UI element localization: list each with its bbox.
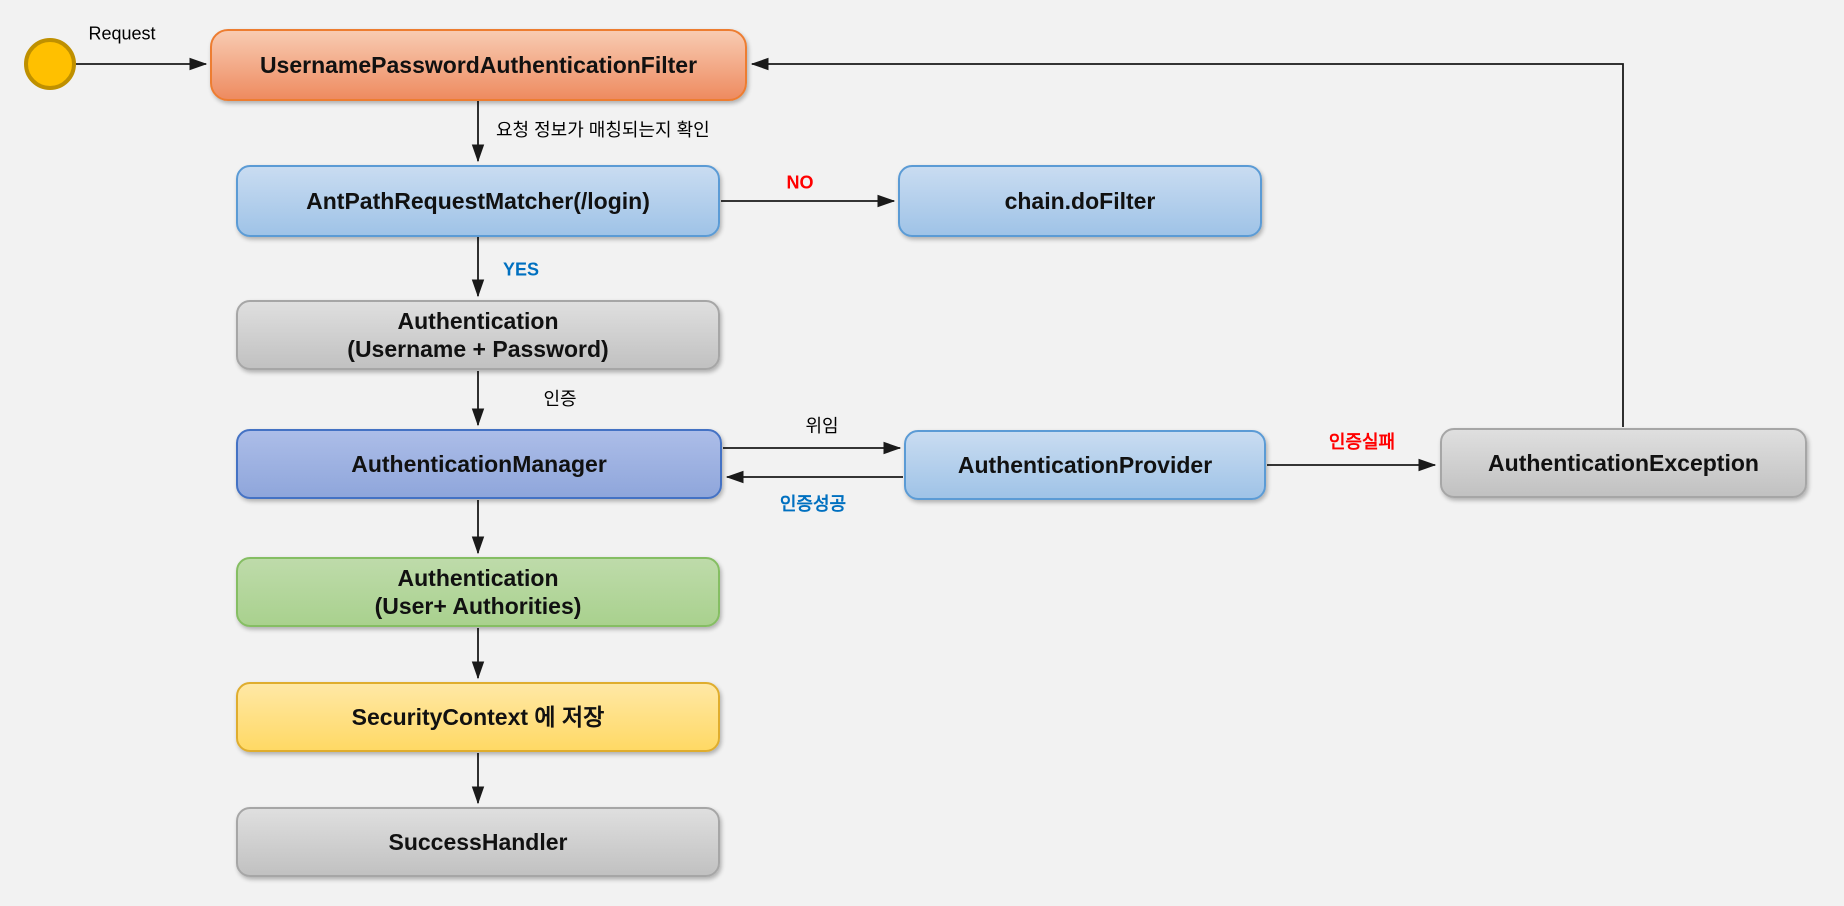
edge-label-no: NO [786,172,814,193]
node-sublabel: (User+ Authorities) [374,593,582,619]
node-label: UsernamePasswordAuthenticationFilter [259,52,698,78]
node-authentication-provider: AuthenticationProvider [904,430,1266,500]
node-chain-dofilter: chain.doFilter [898,165,1262,237]
edge-label-authenticate: 인증 [543,389,577,409]
node-label: AuthenticationManager [351,451,607,477]
node-label: Authentication [397,308,559,334]
node-label: Authentication [397,565,559,591]
node-label: AuthenticationException [1488,450,1759,476]
node-label: SecurityContext 에 저장 [351,704,605,730]
node-username-password-authentication-filter: UsernamePasswordAuthenticationFilter [210,29,747,101]
node-ant-path-request-matcher: AntPathRequestMatcher(/login) [236,165,720,237]
edge-label-yes: YES [502,259,540,280]
start-node-circle [24,38,76,90]
node-authentication-exception: AuthenticationException [1440,428,1807,498]
edge-exception-feedback-line [750,57,1624,427]
node-authentication-manager: AuthenticationManager [236,429,722,499]
edge-label-auth-failure: 인증실패 [1328,432,1396,452]
node-success-handler: SuccessHandler [236,807,720,877]
edge-label-match-check: 요청 정보가 매칭되는지 확인 [496,120,710,140]
edge-label-request: Request [88,23,156,44]
node-sublabel: (Username + Password) [347,336,609,362]
node-label: AuthenticationProvider [957,452,1213,478]
node-label: AntPathRequestMatcher(/login) [306,188,650,214]
edge-label-delegate: 위임 [805,416,839,436]
edge-label-auth-success: 인증성공 [779,494,847,514]
node-security-context-save: SecurityContext 에 저장 [236,682,720,752]
node-authentication-username-password: Authentication (Username + Password) [236,300,720,370]
node-label: SuccessHandler [388,829,568,855]
node-authentication-user-authorities: Authentication (User+ Authorities) [236,557,720,627]
node-label: chain.doFilter [1004,188,1156,214]
